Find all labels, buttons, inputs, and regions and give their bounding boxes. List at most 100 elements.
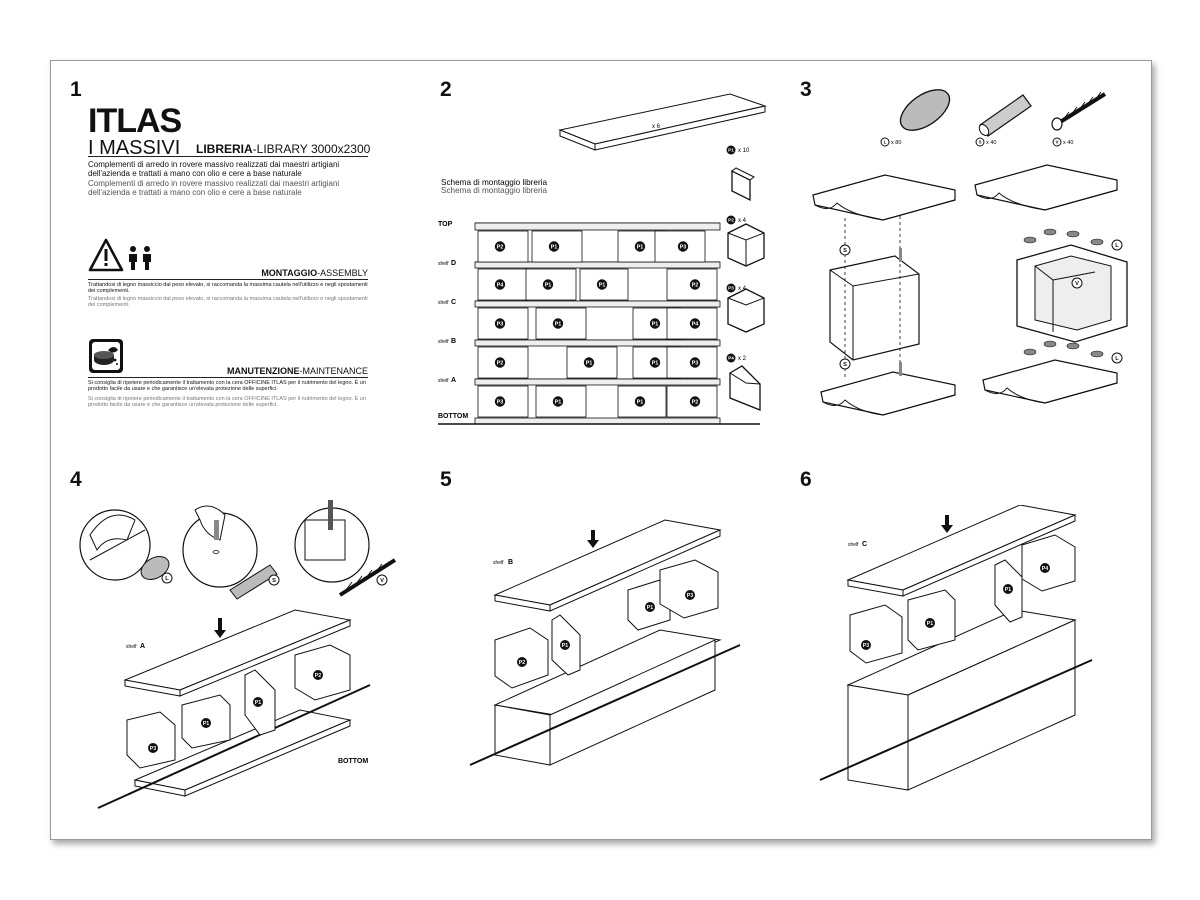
hardware-qty: x 40 — [986, 140, 996, 146]
svg-text:P2: P2 — [728, 218, 734, 224]
schema-part-badge: P2 — [494, 357, 506, 368]
svg-text:V: V — [380, 578, 384, 584]
product-name: LIBRERIA — [196, 142, 253, 156]
shelf-board-illustration: x 6 — [558, 93, 767, 151]
svg-text:L: L — [1115, 243, 1119, 249]
svg-text:P2: P2 — [692, 399, 699, 405]
part-badge: P3 — [685, 590, 695, 600]
step-number-5: 5 — [440, 468, 452, 491]
legend-part-qty: x 4 — [738, 286, 747, 292]
schema-part-badge: P4 — [494, 279, 506, 290]
schema-part-badge: P2 — [689, 396, 701, 407]
svg-text:P1: P1 — [255, 700, 262, 706]
parts-legend — [727, 167, 765, 411]
part-badge: P1 — [645, 602, 655, 612]
legend-part-badge: P1 — [726, 145, 736, 155]
schema-part-badge: P4 — [689, 318, 701, 329]
step4-bottom-label: BOTTOM — [338, 758, 368, 765]
joint-right-illustration — [974, 164, 1128, 404]
part-badge: P1 — [925, 618, 935, 628]
brand-line: I MASSIVI — [88, 137, 181, 159]
part-badge: P1 — [560, 640, 570, 650]
svg-text:S: S — [843, 248, 847, 254]
callout-dowel-s: S — [839, 358, 851, 370]
schema-part-badge: P1 — [583, 357, 595, 368]
callout-biscuit-l: L — [1111, 352, 1123, 364]
step6-shelf-label: C — [862, 541, 867, 548]
svg-text:V: V — [1055, 140, 1059, 145]
svg-text:P1: P1 — [652, 360, 659, 366]
title-rule — [88, 156, 368, 157]
legend-part-qty: x 4 — [738, 218, 747, 224]
step5-shelf-label: B — [508, 559, 513, 566]
step5-shelf-prefix: shelf — [493, 560, 504, 566]
svg-text:P1: P1 — [586, 360, 593, 366]
schema-part-badge: P3 — [677, 241, 689, 252]
product-name-en: -LIBRARY — [252, 142, 308, 156]
part-badge: P2 — [313, 670, 323, 680]
part-badge: P3 — [148, 743, 158, 753]
schema-part-badge: P1 — [548, 241, 560, 252]
schema-part-badge: P3 — [494, 396, 506, 407]
brand-logo: ITLAS — [88, 102, 182, 140]
product-size: 3000x2300 — [310, 142, 371, 156]
svg-text:P3: P3 — [687, 593, 694, 599]
schema-part-badge: P1 — [542, 279, 554, 290]
callout-screw-v: V — [376, 574, 388, 586]
level-shelf-d: D — [451, 260, 456, 267]
svg-text:P1: P1 — [203, 721, 210, 727]
legend-part-qty: x 2 — [738, 356, 747, 362]
svg-text:P1: P1 — [637, 244, 644, 250]
hardware-badge: V — [1052, 137, 1062, 147]
svg-text:L: L — [884, 140, 887, 145]
svg-text:P2: P2 — [692, 282, 699, 288]
level-shelf-c: C — [451, 299, 456, 306]
maintenance-text-secondary: Si consiglia di ripetere periodicamente … — [88, 396, 366, 408]
schema-part-badge: P1 — [649, 357, 661, 368]
svg-text:P3: P3 — [150, 746, 157, 752]
part-badge: P2 — [517, 657, 527, 667]
legend-part-badge: P2 — [726, 215, 736, 225]
schema-part-badge: P1 — [634, 396, 646, 407]
step4-shelf-prefix: shelf — [126, 644, 137, 650]
maintenance-rule — [88, 377, 368, 378]
svg-text:P4: P4 — [497, 282, 504, 288]
level-top: TOP — [438, 221, 453, 228]
svg-text:P2: P2 — [497, 244, 504, 250]
level-shelf-a-prefix: shelf — [438, 378, 449, 384]
schema-part-badge: P1 — [596, 279, 608, 290]
hardware-badge: S — [975, 137, 985, 147]
hardware-qty: x 80 — [891, 140, 901, 146]
maintenance-text: Si consiglia di ripetere periodicamente … — [88, 380, 366, 392]
warning-icon — [88, 238, 151, 272]
svg-text:P3: P3 — [680, 244, 687, 250]
level-shelf-c-prefix: shelf — [438, 300, 449, 306]
svg-text:P2: P2 — [519, 660, 526, 666]
schema-part-badge: P2 — [689, 279, 701, 290]
schema-part-badge: P1 — [552, 396, 564, 407]
step-number-1: 1 — [70, 78, 82, 101]
wax-can-icon — [89, 339, 123, 373]
svg-text:S: S — [272, 578, 276, 584]
svg-text:S: S — [843, 362, 847, 368]
level-shelf-a: A — [451, 377, 456, 384]
detail-biscuit-circle — [79, 509, 170, 581]
joint-left-illustration — [812, 174, 956, 416]
callout-biscuit-l: L — [161, 572, 173, 584]
svg-text:P1: P1 — [927, 621, 934, 627]
maintenance-heading: MANUTENZIONE-MAINTENANCE — [208, 366, 368, 376]
assembly-heading-en: -ASSEMBLY — [317, 268, 368, 278]
callout-dowel-s: S — [268, 574, 280, 586]
assembly-text-secondary: Trattandosi di legno massiccio dal peso … — [88, 296, 368, 308]
